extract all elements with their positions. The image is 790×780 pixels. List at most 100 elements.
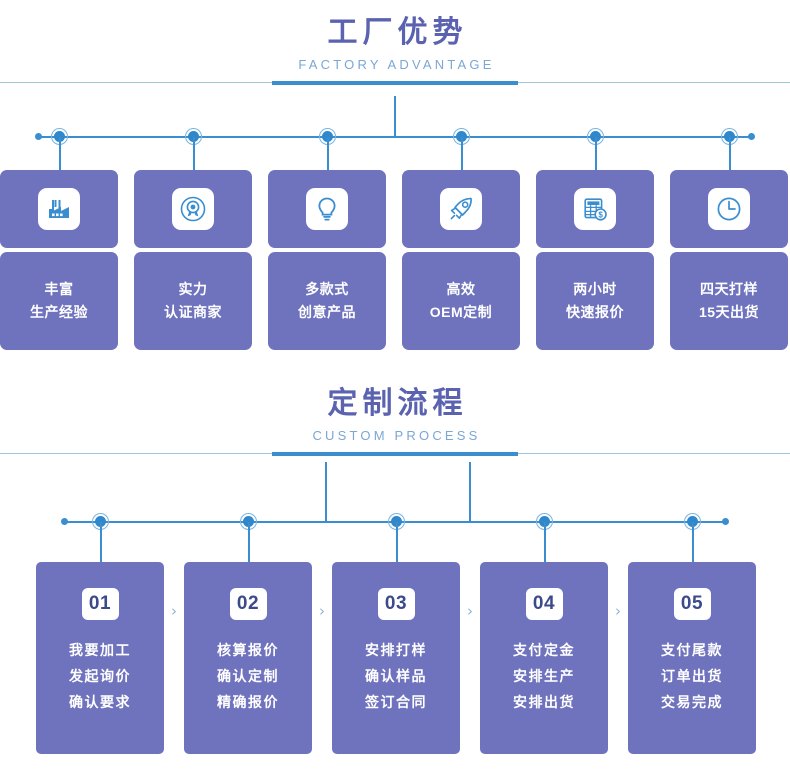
process-step-card[interactable]: 05 支付尾款 订单出货 交易完成 (628, 562, 756, 754)
advantage-card-icon-box (268, 170, 386, 248)
rail-left-cap-dot (35, 133, 42, 140)
advantage-card-line2: 快速报价 (566, 304, 624, 320)
process-connector-tree (0, 462, 790, 564)
advantage-card-line2: 创意产品 (298, 304, 356, 320)
factory-icon (38, 188, 80, 230)
advantage-card-line2: 15天出货 (698, 304, 760, 320)
advantage-card-row: 丰富 生产经验 实力 认证商家 (0, 170, 790, 350)
connector-node-dot (687, 516, 698, 527)
advantage-card[interactable]: 四天打样 15天出货 (670, 170, 788, 350)
step-chevron-icon: › (319, 602, 325, 620)
process-step-card[interactable]: 04 支付定金 安排生产 安排出货 (480, 562, 608, 754)
rail-right-cap-dot (722, 518, 729, 525)
step-line: 确认样品 (365, 667, 427, 684)
connector-node-dot (590, 131, 601, 142)
advantage-card[interactable]: 高效 OEM定制 (402, 170, 520, 350)
step-line: 交易完成 (661, 693, 723, 710)
advantage-card-text-box: 高效 OEM定制 (402, 252, 520, 350)
advantage-card-line1: 两小时 (573, 280, 617, 297)
step-line: 支付定金 (513, 642, 575, 658)
advantage-card-line1: 丰富 (44, 280, 74, 297)
divider-thick-bar (272, 451, 518, 456)
connector-node-stem (59, 137, 61, 171)
step-number-badge: 02 (229, 588, 267, 620)
step-number-badge: 04 (525, 588, 563, 620)
process-header-divider (0, 451, 790, 456)
step-line: 发起询价 (69, 667, 131, 684)
process-section-header: 定制流程 CUSTOM PROCESS (0, 385, 790, 456)
connector-node-stem (248, 522, 250, 564)
advantage-card-line2: OEM定制 (429, 304, 493, 320)
connector-node-stem (729, 137, 731, 171)
advantage-card[interactable]: $ 两小时 快速报价 (536, 170, 654, 350)
connector-node-stem (595, 137, 597, 171)
step-number-badge: 03 (377, 588, 415, 620)
step-line: 支付尾款 (661, 642, 723, 658)
advantage-section-header: 工厂优势 FACTORY ADVANTAGE (0, 14, 790, 85)
connector-node-dot (391, 516, 402, 527)
step-line: 确认定制 (217, 667, 279, 684)
step-line: 核算报价 (217, 642, 279, 658)
connector-node-dot (724, 131, 735, 142)
advantage-title-en: FACTORY ADVANTAGE (298, 56, 495, 72)
step-chevron-icon: › (615, 602, 621, 620)
rail-right-cap-dot (748, 133, 755, 140)
connector-node-dot (539, 516, 550, 527)
connector-node-stem (100, 522, 102, 564)
advantage-connector-tree (0, 96, 790, 171)
connector-left-drop (325, 462, 327, 522)
connector-node-stem (544, 522, 546, 564)
step-chevron-icon: › (171, 602, 177, 620)
connector-node-stem (327, 137, 329, 171)
lightbulb-icon (306, 188, 348, 230)
clock-icon (708, 188, 750, 230)
step-text-block: 我要加工 发起询价 确认要求 (69, 638, 131, 716)
connector-node-dot (54, 131, 65, 142)
advantage-card-icon-box (0, 170, 118, 248)
award-badge-icon (172, 188, 214, 230)
connector-node-stem (461, 137, 463, 171)
connector-horizontal-rail (41, 136, 749, 138)
step-chevron-icon: › (467, 602, 473, 620)
step-number-badge: 01 (81, 588, 119, 620)
step-line: 安排生产 (513, 667, 575, 684)
connector-node-dot (188, 131, 199, 142)
advantage-card[interactable]: 多款式 创意产品 (268, 170, 386, 350)
rail-left-cap-dot (61, 518, 68, 525)
step-line: 安排出货 (513, 693, 575, 710)
step-line: 签订合同 (365, 693, 427, 710)
advantage-card[interactable]: 丰富 生产经验 (0, 170, 118, 350)
advantage-card-text-box: 两小时 快速报价 (536, 252, 654, 350)
step-text-block: 支付定金 安排生产 安排出货 (513, 638, 575, 716)
advantage-card-icon-box: $ (536, 170, 654, 248)
advantage-title-cn: 工厂优势 (327, 16, 468, 49)
advantage-header-divider (0, 80, 790, 85)
step-number-badge: 05 (673, 588, 711, 620)
step-text-block: 核算报价 确认定制 精确报价 (217, 638, 279, 716)
process-title-cn: 定制流程 (327, 387, 468, 420)
connector-node-stem (692, 522, 694, 564)
advantage-card-line1: 实力 (178, 280, 208, 297)
connector-node-dot (243, 516, 254, 527)
advantage-card-text-box: 实力 认证商家 (134, 252, 252, 350)
step-line: 精确报价 (217, 693, 279, 710)
process-step-card[interactable]: 03 安排打样 确认样品 签订合同 (332, 562, 460, 754)
advantage-card-line2: 认证商家 (164, 304, 222, 320)
step-line: 确认要求 (69, 693, 131, 710)
step-line: 我要加工 (69, 642, 131, 658)
advantage-card-line1: 多款式 (305, 280, 349, 297)
connector-node-stem (193, 137, 195, 171)
process-step-card[interactable]: 02 核算报价 确认定制 精确报价 (184, 562, 312, 754)
advantage-card-text-box: 四天打样 15天出货 (670, 252, 788, 350)
advantage-card-icon-box (670, 170, 788, 248)
connector-center-drop (394, 96, 396, 137)
advantage-card-line1: 高效 (446, 280, 476, 297)
connector-node-stem (396, 522, 398, 564)
advantage-card[interactable]: 实力 认证商家 (134, 170, 252, 350)
connector-node-dot (456, 131, 467, 142)
advantage-card-icon-box (134, 170, 252, 248)
process-step-card[interactable]: 01 我要加工 发起询价 确认要求 (36, 562, 164, 754)
divider-thick-bar (272, 80, 518, 85)
advantage-card-text-box: 多款式 创意产品 (268, 252, 386, 350)
advantage-card-line2: 生产经验 (30, 304, 88, 320)
